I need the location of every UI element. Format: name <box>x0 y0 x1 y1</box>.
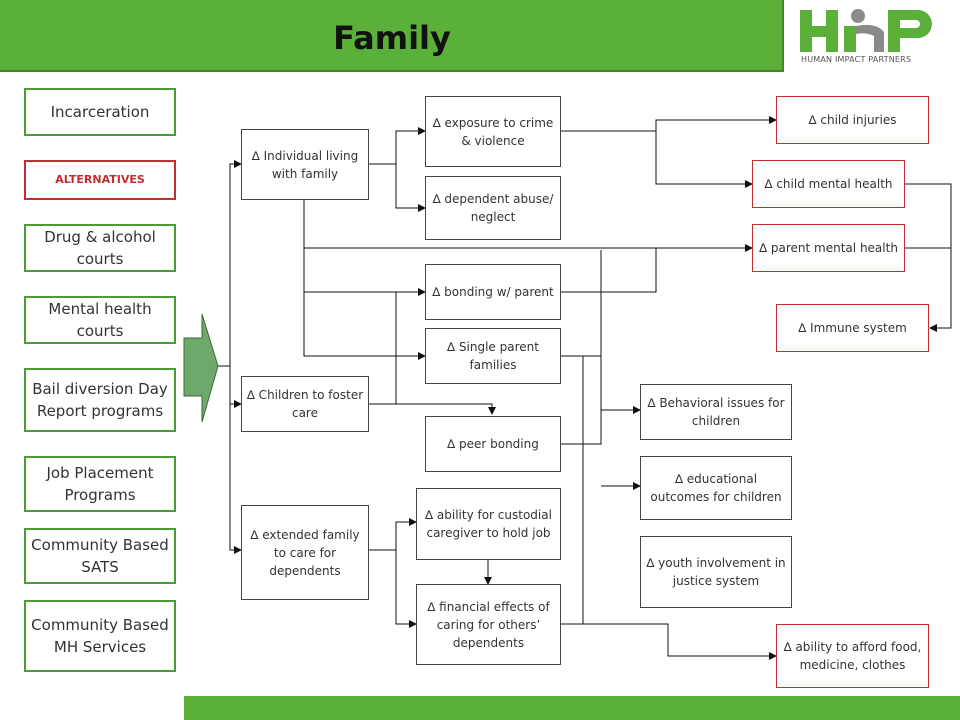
community-mh-box: Community Based MH Services <box>24 600 176 672</box>
behavioral-issues-box: ∆ Behavioral issues for children <box>640 384 792 440</box>
immune-system-box: ∆ Immune system <box>776 304 929 352</box>
footer-bar <box>184 696 960 720</box>
educational-outcomes-box: ∆ educational outcomes for children <box>640 456 792 520</box>
children-foster-box: ∆ Children to foster care <box>241 376 369 432</box>
job-placement-box: Job Placement Programs <box>24 456 176 512</box>
youth-justice-box: ∆ youth involvement in justice system <box>640 536 792 608</box>
child-injuries-box: ∆ child injuries <box>776 96 929 144</box>
drug-alcohol-courts-box: Drug & alcohol courts <box>24 224 176 272</box>
peer-bonding-box: ∆ peer bonding <box>425 416 561 472</box>
afford-necessities-box: ∆ ability to afford food, medicine, clot… <box>776 624 929 688</box>
exposure-crime-box: ∆ exposure to crime & violence <box>425 96 561 167</box>
bonding-parent-box: ∆ bonding w/ parent <box>425 264 561 320</box>
individual-living-box: ∆ Individual living with family <box>241 129 369 200</box>
parent-mental-health-box: ∆ parent mental health <box>752 224 905 272</box>
child-mental-health-box: ∆ child mental health <box>752 160 905 208</box>
dependent-abuse-box: ∆ dependent abuse/ neglect <box>425 176 561 240</box>
alternatives-label: ALTERNATIVES <box>24 160 176 200</box>
community-sats-box: Community Based SATS <box>24 528 176 584</box>
logo-subtitle: HUMAN IMPACT PARTNERS <box>801 55 912 64</box>
flow-arrow <box>183 313 219 423</box>
page-title: Family <box>333 19 451 57</box>
bail-diversion-box: Bail diversion Day Report programs <box>24 368 176 432</box>
title-bar <box>0 0 784 72</box>
financial-effects-box: ∆ financial effects of caring for others… <box>416 584 561 665</box>
human-impact-partners-logo <box>800 9 932 52</box>
custodial-job-box: ∆ ability for custodial caregiver to hol… <box>416 488 561 560</box>
single-parent-box: ∆ Single parent families <box>425 328 561 384</box>
extended-family-box: ∆ extended family to care for dependents <box>241 505 369 600</box>
incarceration-box: Incarceration <box>24 88 176 136</box>
mental-health-courts-box: Mental health courts <box>24 296 176 344</box>
